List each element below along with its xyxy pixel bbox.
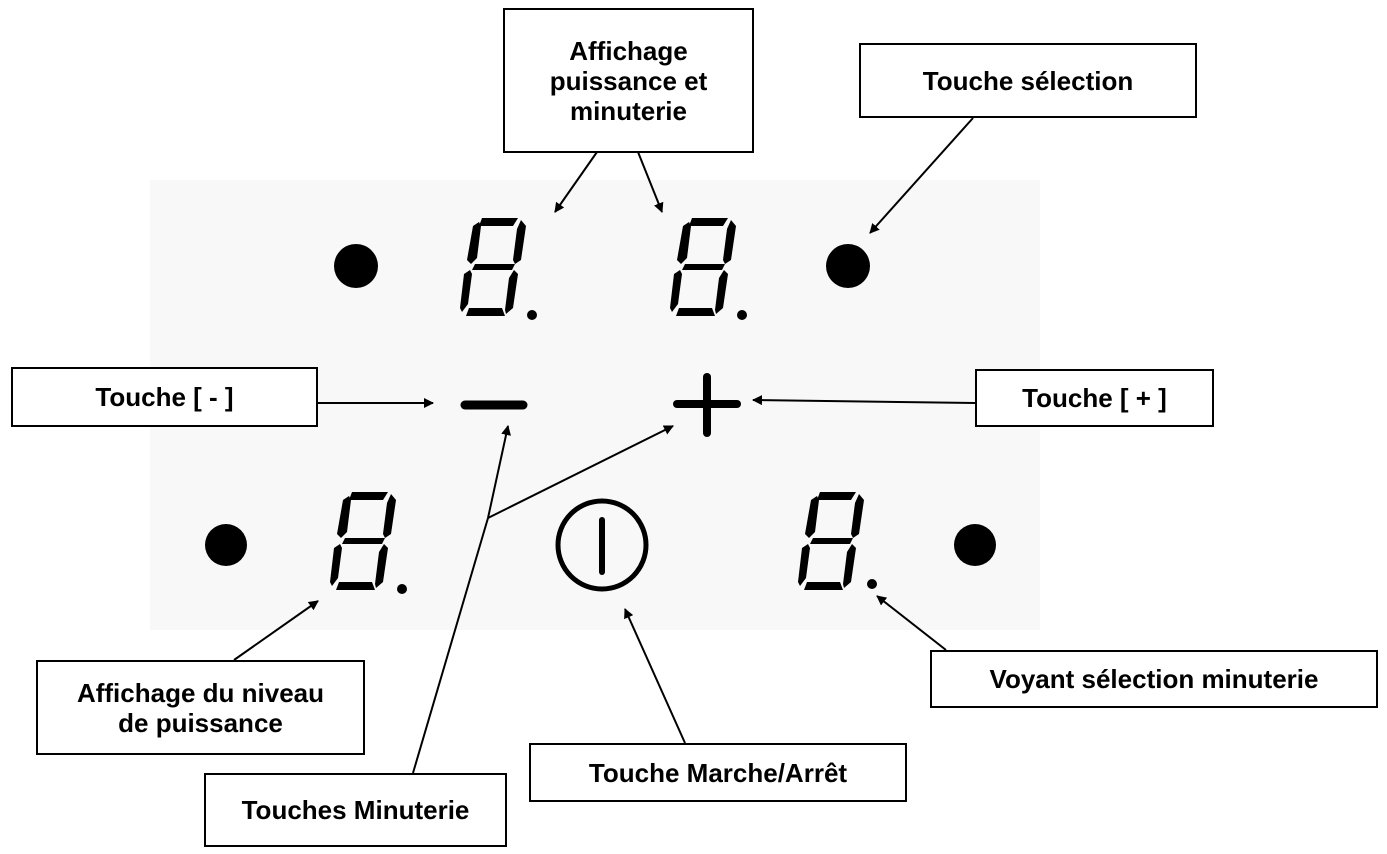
label-touche-selection: Touche sélection [859,43,1197,118]
label-touches-minuterie: Touches Minuterie [204,773,507,847]
label-touche-marche-arret: Touche Marche/Arrêt [529,743,907,802]
indicator-dot-bottom-right [954,524,996,566]
arrow-touche-selection [869,117,974,234]
label-affichage-niveau: Affichage du niveau de puissance [36,660,365,755]
seven-segment-display-bottom-left [330,492,407,594]
seven-segment-display-top-left [460,218,537,320]
arrow-marche-arret [624,608,686,744]
indicator-dot-bottom-left [205,524,247,566]
arrow-voyant-selection [876,595,947,651]
arrow-display-left [554,151,598,213]
leader-touches-minuterie [412,517,489,774]
arrow-minuterie-to-plus [487,425,674,519]
label-voyant-selection: Voyant sélection minuterie [930,650,1378,708]
power-icon[interactable] [555,498,649,592]
label-touche-moins: Touche [ - ] [11,367,318,427]
label-touche-marche-arret-text: Touche Marche/Arrêt [588,757,848,788]
arrow-affichage-niveau [233,600,319,661]
label-voyant-selection-text: Voyant sélection minuterie [989,664,1319,694]
label-touche-moins-text: Touche [ - ] [95,382,234,412]
label-affichage-niveau-text: Affichage du niveau de puissance [76,677,325,738]
label-affichage-puissance-minuterie-text: Affichage puissance et minuterie [549,35,708,126]
label-touche-plus: Touche [ + ] [975,369,1214,427]
arrow-touche-plus [752,395,976,406]
label-touches-minuterie-text: Touches Minuterie [241,795,470,825]
arrow-minuterie-to-minus [487,425,511,519]
arrow-display-right [637,151,664,213]
selection-dot-right[interactable] [826,244,870,288]
label-touche-selection-text: Touche sélection [922,65,1134,96]
selection-dot-left [334,244,378,288]
plus-icon[interactable] [673,373,741,437]
seven-segment-display-bottom-right [798,492,877,590]
label-affichage-puissance-minuterie: Affichage puissance et minuterie [503,8,754,153]
seven-segment-display-top-right [670,218,747,320]
label-touche-plus-text: Touche [ + ] [1022,383,1167,413]
